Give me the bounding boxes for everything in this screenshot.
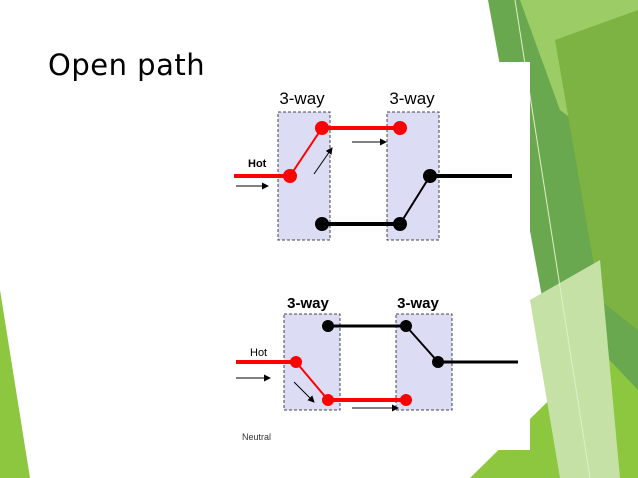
top-left-upper-terminal bbox=[315, 121, 329, 135]
top-right-lower-terminal bbox=[393, 217, 407, 231]
top-hot-label: Hot bbox=[248, 158, 267, 170]
top-arrow-lever bbox=[313, 147, 333, 175]
bottom-hot-terminal bbox=[290, 356, 302, 368]
bottom-arrow-lever bbox=[293, 381, 315, 403]
top-right-lever bbox=[399, 175, 431, 225]
top-right-upper-terminal bbox=[393, 121, 407, 135]
bottom-neutral-label: Neutral bbox=[242, 432, 271, 442]
bottom-left-lower-terminal bbox=[322, 394, 334, 406]
bottom-left-switch-label: 3-way bbox=[287, 295, 329, 312]
top-left-lever bbox=[289, 127, 323, 177]
green-facet-left bbox=[0, 290, 30, 478]
bottom-left-lever bbox=[295, 361, 329, 401]
top-left-switch-label: 3-way bbox=[279, 89, 325, 108]
bottom-right-upper-terminal bbox=[400, 320, 412, 332]
top-diagram: 3-way 3-way Hot bbox=[234, 89, 512, 241]
bottom-right-lower-terminal bbox=[400, 394, 412, 406]
bottom-diagram: 3-way 3-way Hot bbox=[236, 295, 518, 442]
bottom-right-lever bbox=[405, 325, 439, 363]
top-hot-terminal bbox=[283, 169, 297, 183]
top-right-switch-label: 3-way bbox=[389, 89, 435, 108]
top-common-terminal bbox=[423, 169, 437, 183]
bottom-common-terminal bbox=[432, 356, 444, 368]
bottom-right-switch-label: 3-way bbox=[397, 295, 439, 312]
three-way-switch-diagrams: 3-way 3-way Hot bbox=[234, 89, 518, 442]
diagram-panel: 3-way 3-way Hot bbox=[222, 62, 530, 450]
green-facet-pale bbox=[530, 260, 620, 478]
top-left-lower-terminal bbox=[315, 217, 329, 231]
green-facet-mid bbox=[555, 10, 638, 330]
bottom-left-upper-terminal bbox=[322, 320, 334, 332]
bottom-hot-label: Hot bbox=[250, 347, 267, 359]
slide-title: Open path bbox=[48, 48, 206, 82]
